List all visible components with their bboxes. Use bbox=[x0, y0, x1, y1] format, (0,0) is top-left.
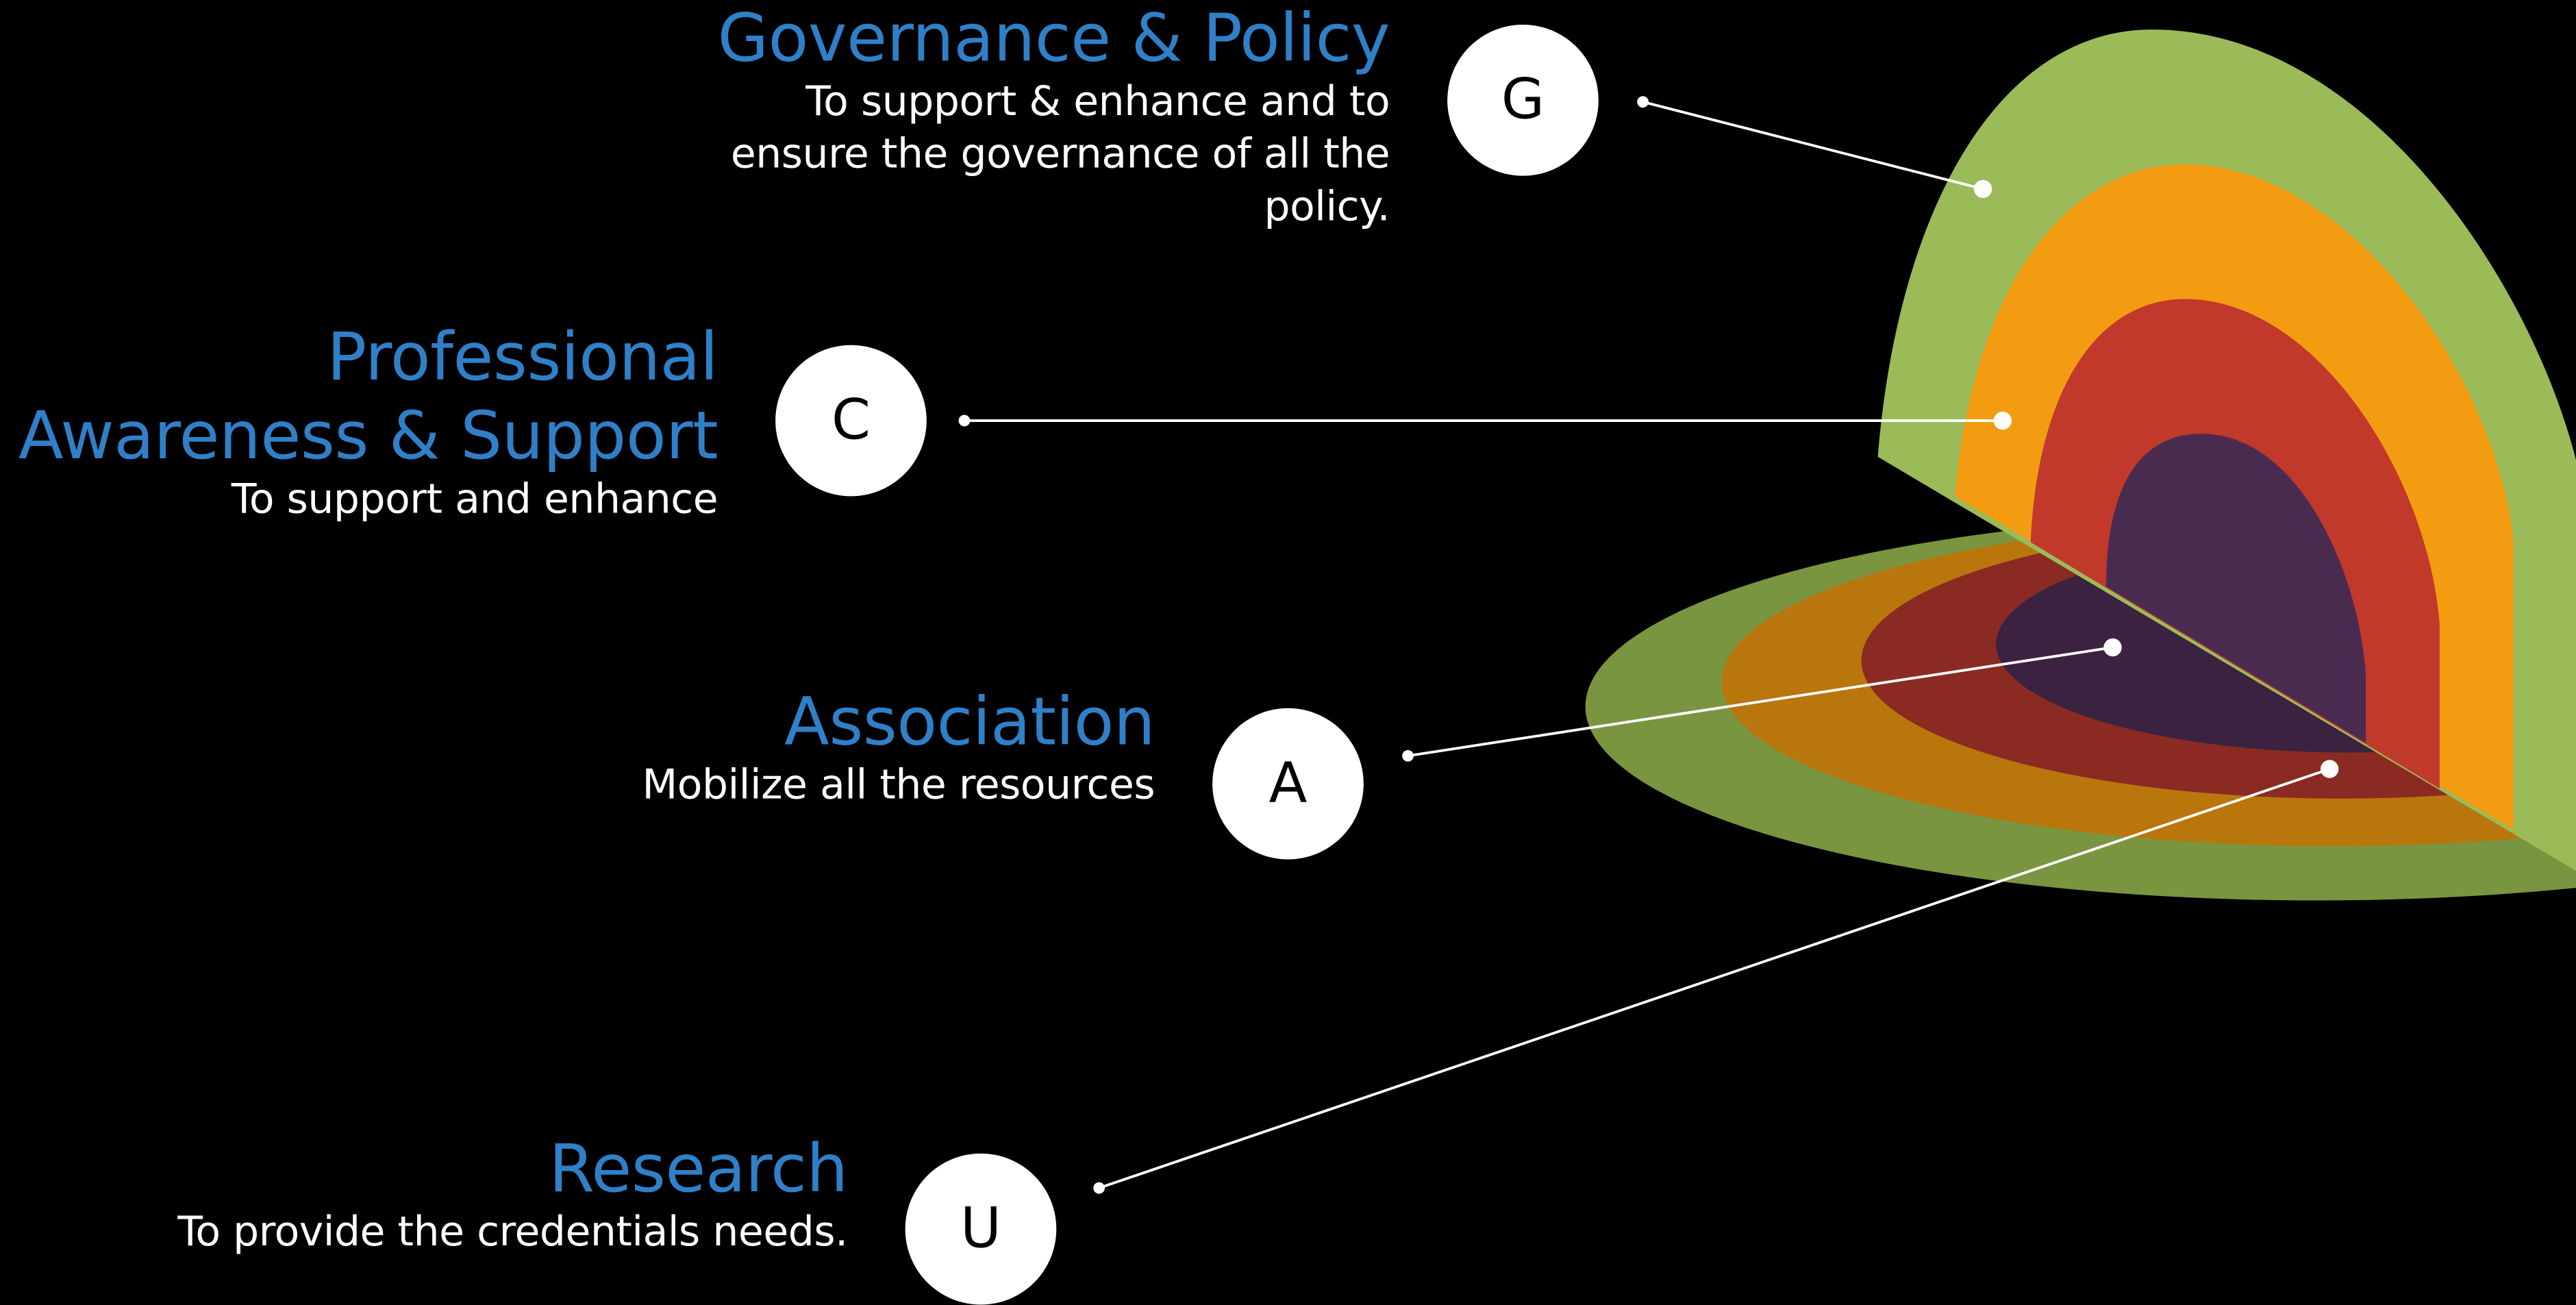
connector-line-governance bbox=[1642, 100, 1984, 190]
research-title: Research bbox=[549, 1132, 848, 1208]
research-description: To provide the credentials needs. bbox=[177, 1207, 848, 1256]
association-description: Mobilize all the resources bbox=[642, 760, 1155, 809]
connector-end-dot-association bbox=[2103, 638, 2122, 657]
connector-end-dot-professional bbox=[1993, 411, 2012, 430]
professional-badge: C bbox=[775, 345, 927, 497]
research-text-block: Research To provide the credentials need… bbox=[92, 1130, 848, 1258]
connector-start-dot-governance bbox=[1637, 96, 1649, 108]
connector-line-research bbox=[1099, 767, 2330, 1190]
connector-end-dot-governance bbox=[1973, 179, 1992, 199]
governance-badge: G bbox=[1447, 24, 1599, 176]
association-text-block: Association Mobilize all the resources bbox=[465, 684, 1155, 812]
connector-start-dot-professional bbox=[958, 414, 971, 427]
association-badge: A bbox=[1212, 708, 1364, 860]
connector-start-dot-research bbox=[1093, 1182, 1105, 1194]
governance-title: Governance & Policy bbox=[717, 1, 1390, 77]
connector-end-dot-research bbox=[2321, 760, 2339, 778]
professional-text-block: Professional Awareness & Support To supp… bbox=[0, 319, 718, 525]
purple-layer-dome bbox=[2106, 434, 2366, 743]
governance-description: To support & enhance and to ensure the g… bbox=[730, 77, 1390, 230]
connector-start-dot-association bbox=[1402, 749, 1414, 762]
association-title: Association bbox=[784, 685, 1155, 761]
governance-text-block: Governance & Policy To support & enhance… bbox=[700, 0, 1390, 234]
connector-line-association bbox=[1408, 646, 2113, 758]
research-badge: U bbox=[905, 1153, 1057, 1305]
professional-description: To support and enhance bbox=[231, 475, 718, 523]
professional-title: Professional Awareness & Support bbox=[18, 320, 718, 475]
